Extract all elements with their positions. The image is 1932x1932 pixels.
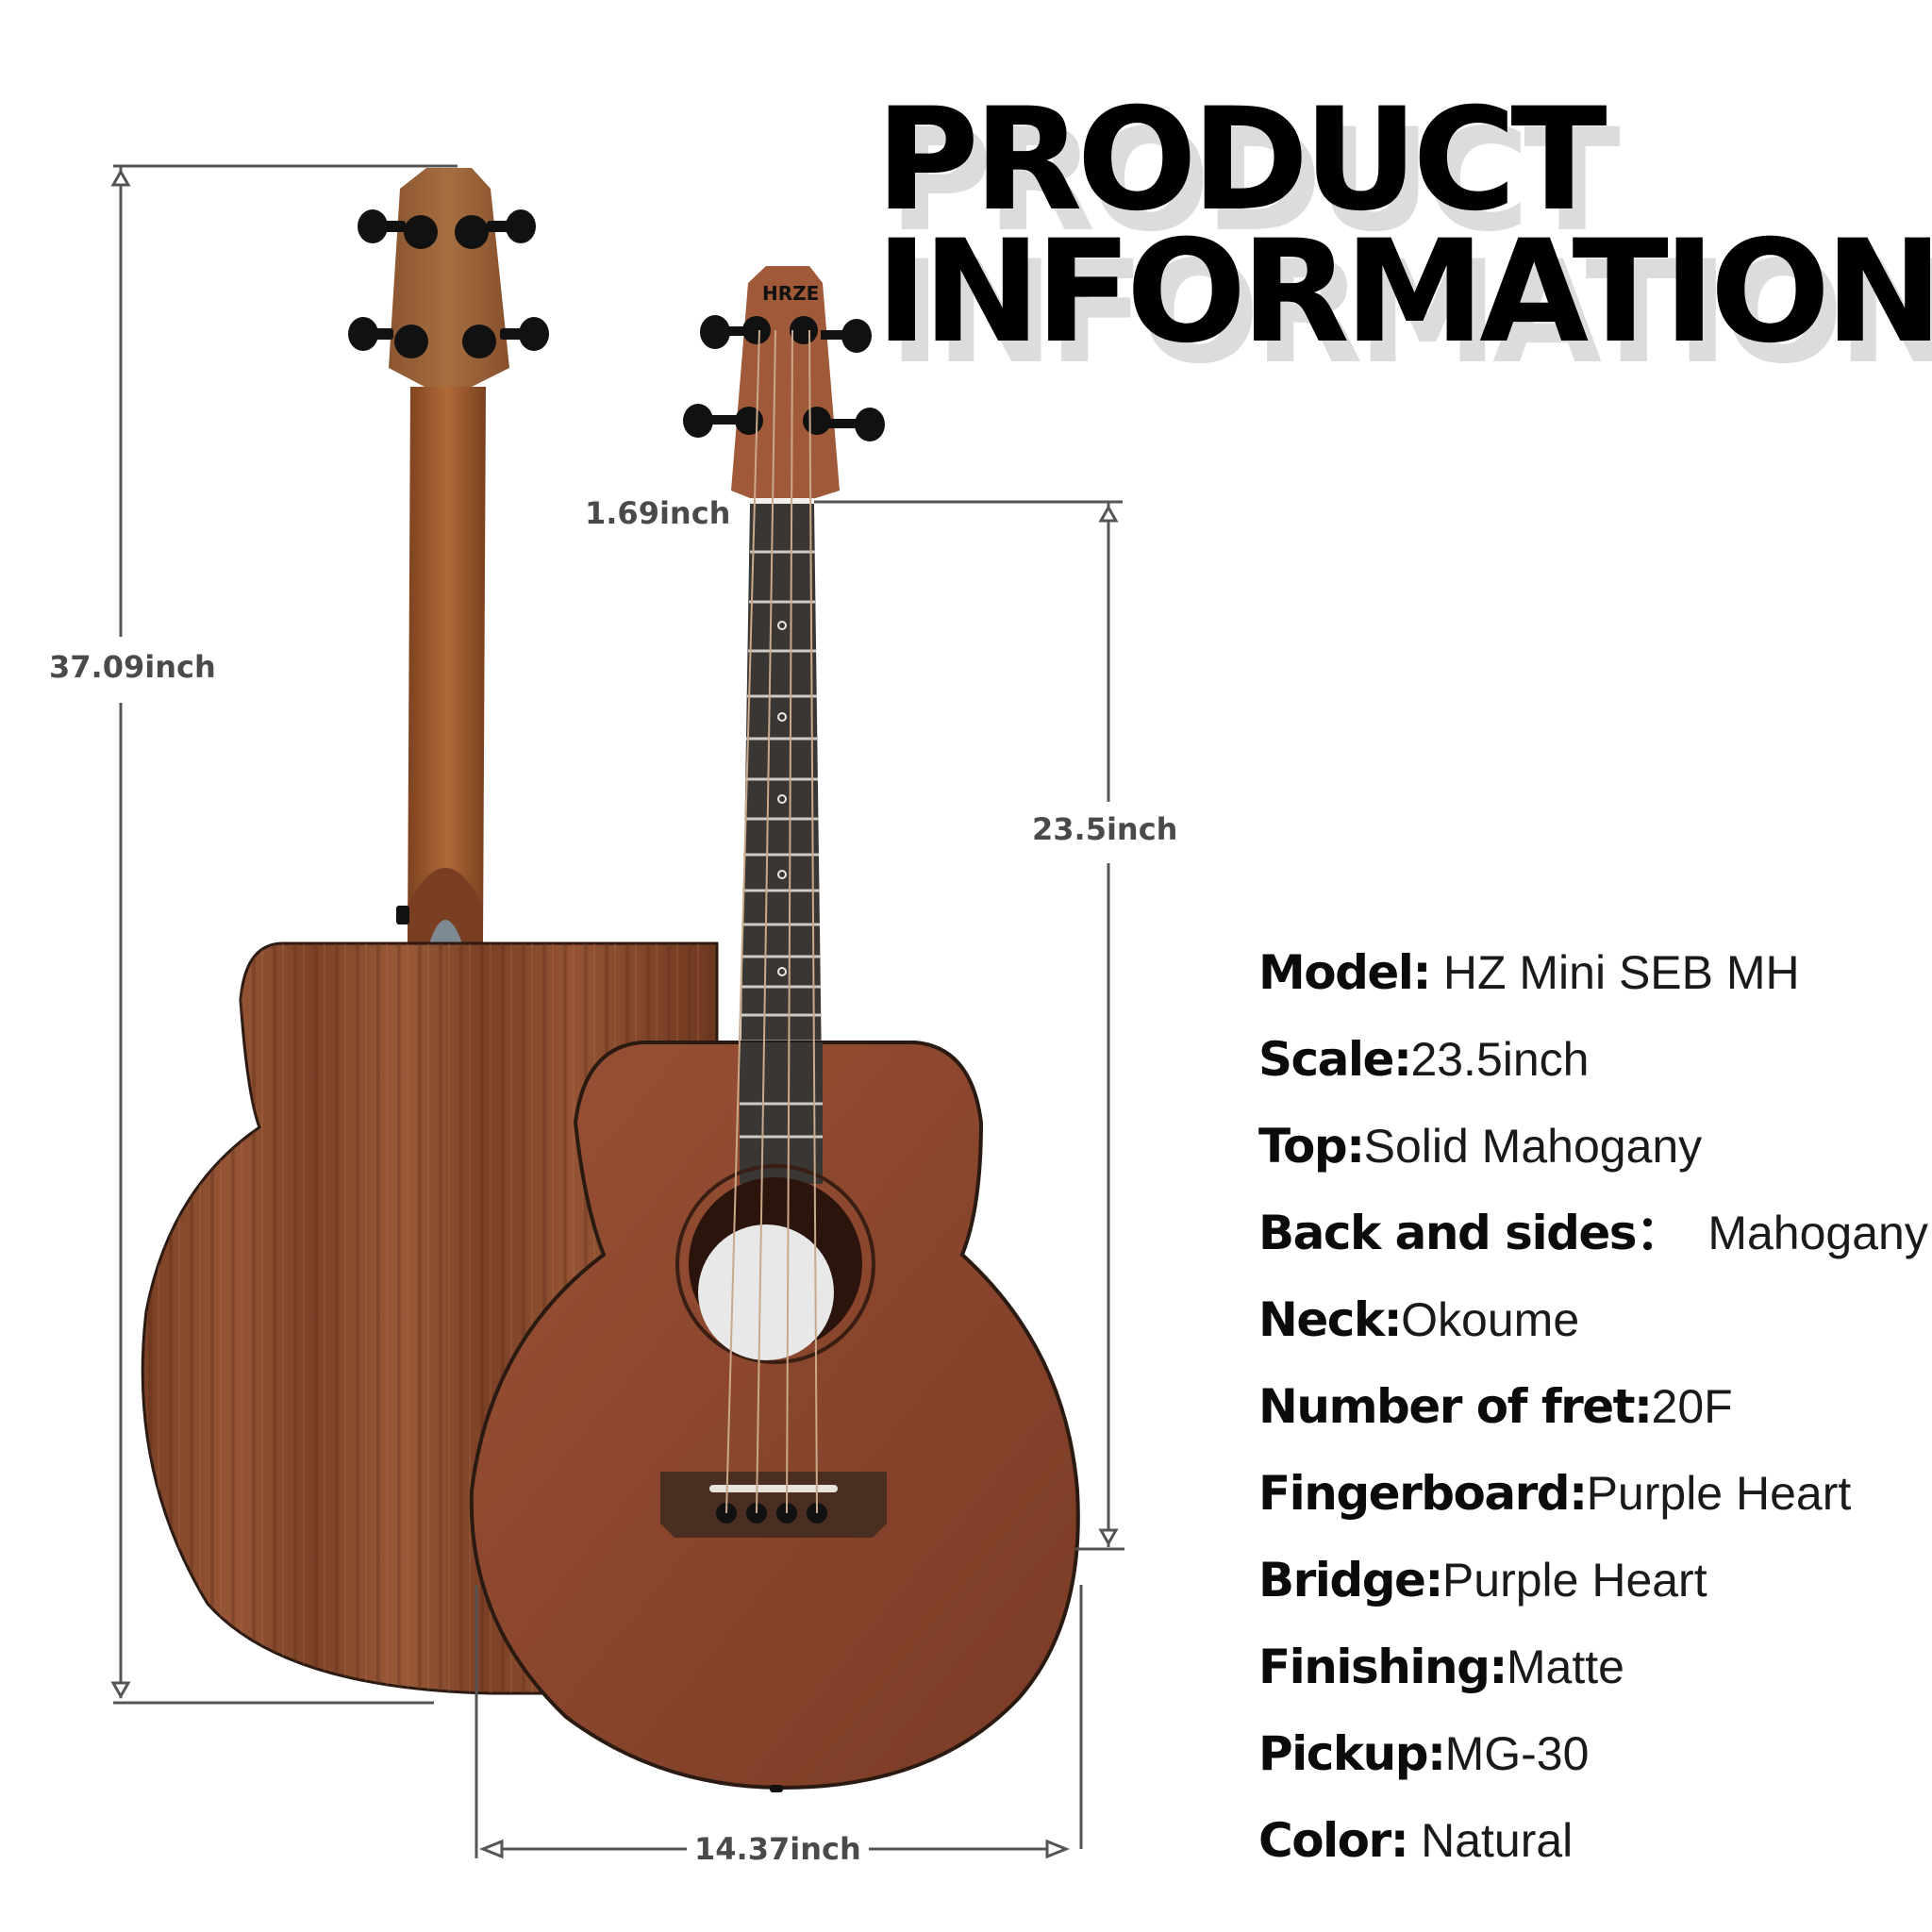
spec-neck: Neck:Okoume [1258, 1292, 1580, 1347]
title-line-2: INFORMATION INFORMATION [875, 222, 1932, 384]
arrow-up-icon [1098, 504, 1119, 523]
body-top [469, 1041, 1080, 1790]
total-length-label: 37.09inch [42, 649, 224, 685]
ukulele-front-view: HRZE [469, 266, 1080, 1792]
dimension-lines [113, 164, 1124, 1858]
dimension-arrows [110, 168, 1119, 1859]
spec-pickup: Pickup:MG-30 [1258, 1726, 1590, 1781]
strings [725, 329, 818, 1514]
arrow-down-icon [110, 1681, 131, 1700]
heel-cap [429, 920, 462, 943]
spec-top: Top:Solid Mahogany [1258, 1119, 1703, 1174]
title-shadow: INFORMATION [889, 231, 1932, 395]
title-line-1: PRODUCT PRODUCT [875, 78, 1621, 263]
neck-back [408, 387, 486, 943]
arrow-up-icon [110, 168, 131, 187]
spec-scale: Scale:23.5inch [1258, 1032, 1590, 1087]
soundhole-rosette [675, 1164, 875, 1364]
title-shadow: PRODUCT [889, 99, 1621, 263]
scale-length-label: 23.5inch [1024, 811, 1186, 847]
arrow-left-icon [478, 1839, 504, 1859]
spec-back-and-sides: Back and sides： Mahogany [1258, 1206, 1928, 1260]
spec-frets: Number of fret:20F [1258, 1379, 1733, 1434]
arrow-right-icon [1045, 1839, 1071, 1859]
spec-color: Color: Natural [1258, 1813, 1574, 1868]
bridge [660, 1472, 887, 1538]
spec-bridge: Bridge:Purple Heart [1258, 1553, 1707, 1607]
spec-fingerboard: Fingerboard:Purple Heart [1258, 1466, 1852, 1521]
spec-model: Model: HZ Mini SEB MH [1258, 945, 1800, 1000]
fingerboard [740, 504, 823, 1141]
arrow-down-icon [1098, 1528, 1119, 1547]
nut-width-label: 1.69inch [577, 495, 739, 531]
tuner-pegs-back [348, 209, 549, 358]
headstock-logo: HRZE [762, 282, 819, 305]
spec-list: Model: HZ Mini SEB MH Scale:23.5inch Top… [1258, 929, 1928, 1884]
soundhole-label [698, 1224, 834, 1360]
page-title: PRODUCT PRODUCT INFORMATION INFORMATION [875, 78, 1932, 384]
body-width-label: 14.37inch [687, 1831, 869, 1867]
spec-finishing: Finishing:Matte [1258, 1640, 1624, 1694]
